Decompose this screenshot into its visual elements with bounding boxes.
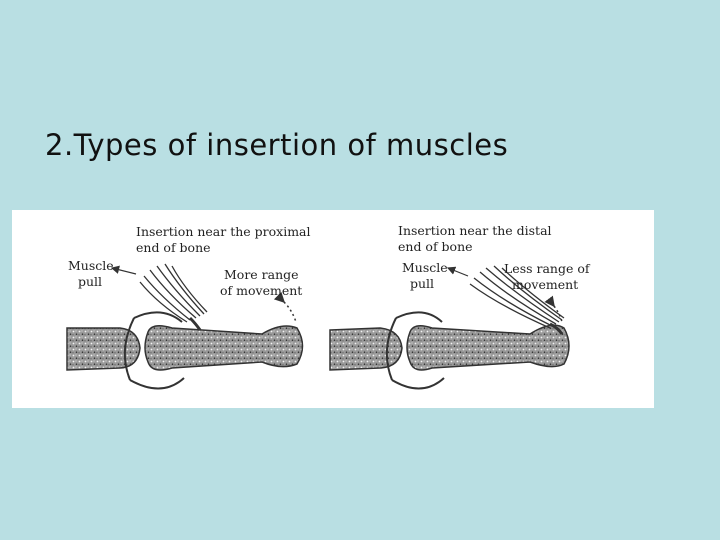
left-distal-bone (144, 325, 304, 371)
left-muscle-pull-arrow (110, 265, 137, 275)
left-movement-label-line2: of movement (220, 283, 302, 298)
left-muscle-label-line1: Muscle (68, 258, 114, 273)
left-joint-capsule (129, 311, 185, 390)
right-joint-capsule (391, 311, 445, 390)
left-insertion-label-line1: Insertion near the proximal (136, 224, 311, 239)
right-movement-label-line1: Less range of (504, 261, 591, 276)
right-muscle-pull-arrow (446, 266, 469, 277)
left-muscle-fibers (139, 263, 208, 323)
left-movement-arc (273, 291, 297, 323)
right-movement-arc (544, 295, 563, 323)
left-insertion-label-line2: end of bone (136, 240, 211, 255)
right-muscle-label-line2: pull (410, 276, 434, 291)
right-distal-bone (406, 324, 570, 371)
left-joint-diagram (66, 263, 304, 390)
right-insertion-label-line2: end of bone (398, 239, 473, 254)
right-insertion-label-line1: Insertion near the distal (398, 223, 552, 238)
right-tendon (549, 322, 564, 335)
right-muscle-label-line1: Muscle (402, 260, 448, 275)
slide-title: 2.Types of insertion of muscles (45, 128, 509, 162)
right-movement-label-line2: movement (512, 277, 578, 292)
left-movement-label-line1: More range (224, 267, 299, 282)
right-muscle-fibers (469, 265, 565, 329)
muscle-insertion-figure: Insertion near the proximal end of bone … (12, 210, 654, 408)
left-tendon (188, 316, 202, 331)
left-muscle-label-line2: pull (78, 274, 102, 289)
right-joint-diagram (329, 265, 570, 390)
right-proximal-bone (329, 327, 403, 371)
left-proximal-bone (66, 327, 141, 371)
